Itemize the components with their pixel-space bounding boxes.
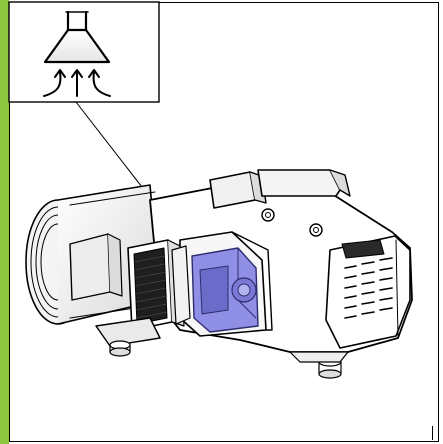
exhaust-hood-icon: [43, 10, 111, 64]
base-feet: [95, 317, 349, 379]
end-cover: [325, 235, 411, 349]
accent-bar: [0, 0, 9, 444]
filter-chamber: [179, 231, 273, 337]
filter-cassette: [127, 239, 191, 331]
airflow-arrows-icon: [43, 69, 111, 97]
pump-body: [25, 169, 413, 379]
diagram-frame: [9, 2, 439, 442]
crop-mark: [432, 426, 433, 440]
top-handles: [209, 169, 351, 237]
